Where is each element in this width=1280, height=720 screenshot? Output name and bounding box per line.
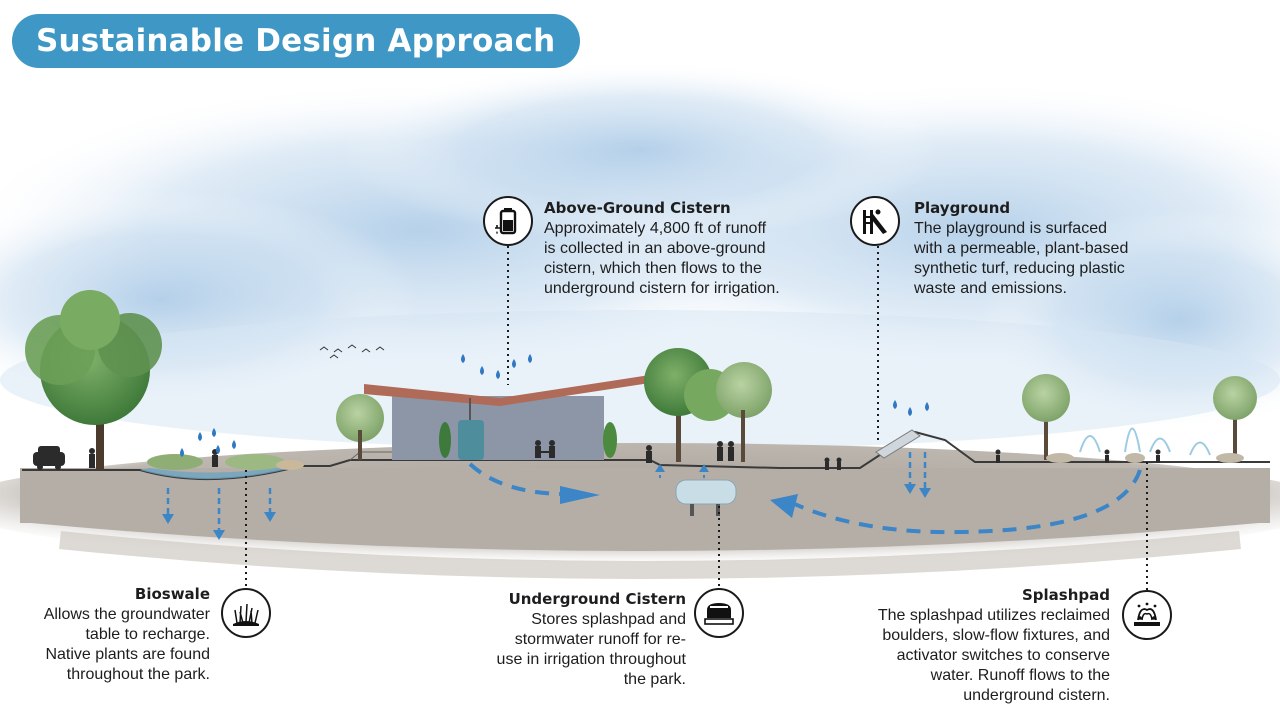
underground-cistern-text: Stores splashpad and stormwater runoff f… xyxy=(496,611,686,688)
underground-cistern-tank xyxy=(675,479,737,516)
soil-section xyxy=(0,443,1280,579)
playground-text: The playground is surfaced with a permea… xyxy=(914,220,1129,297)
splashpad-rocks xyxy=(1046,453,1244,463)
underground-cistern-callout: Underground Cistern Stores splashpad and… xyxy=(470,589,686,690)
tree-pavilion xyxy=(336,394,617,460)
above-ground-cistern-callout: Above-Ground Cistern Approximately 4,800… xyxy=(544,198,844,299)
water-flow-arrows xyxy=(468,462,1142,535)
playground-callout: Playground The playground is surfaced wi… xyxy=(914,198,1194,299)
splashpad-text: The splashpad utilizes reclaimed boulder… xyxy=(877,607,1110,704)
splashpad-people xyxy=(995,449,1161,463)
tank-arrows xyxy=(655,464,709,478)
infiltration-arrows xyxy=(162,488,276,540)
rain-drops-playground xyxy=(893,400,929,416)
grass-plants-icon xyxy=(221,588,271,638)
splashpad-heading: Splashpad xyxy=(1021,586,1110,604)
splashpad-callout: Splashpad The splashpad utilizes reclaim… xyxy=(830,585,1110,706)
pavilion-people xyxy=(535,440,555,458)
leader-lines xyxy=(245,246,1148,590)
bioswale-text: Allows the groundwater table to recharge… xyxy=(43,606,210,683)
playground-slide xyxy=(875,429,921,459)
playground-slide-icon xyxy=(850,196,900,246)
bioswale-callout: Bioswale Allows the groundwater table to… xyxy=(10,584,210,685)
underground-tank-icon xyxy=(694,588,744,638)
bioswale-heading: Bioswale xyxy=(134,585,210,603)
splashpad-fountains xyxy=(1079,427,1211,456)
water-tank-icon xyxy=(483,196,533,246)
tree-left xyxy=(25,290,162,470)
playground-children xyxy=(824,457,842,470)
title-banner: Sustainable Design Approach xyxy=(12,14,580,68)
trees-center xyxy=(644,348,772,462)
fountain-icon xyxy=(1122,590,1172,640)
bioswale-plants xyxy=(147,454,304,470)
rain-drops-pavilion xyxy=(461,354,532,379)
center-people xyxy=(646,441,734,463)
birds xyxy=(319,344,385,359)
above-ground-cistern-text: Approximately 4,800 ft of runoff is coll… xyxy=(544,220,780,297)
playground-heading: Playground xyxy=(914,199,1011,217)
above-ground-cistern-heading: Above-Ground Cistern xyxy=(544,199,731,217)
rain-drops-bioswale xyxy=(180,428,236,457)
playground-infiltration-arrows xyxy=(904,452,931,498)
pavilion-building xyxy=(349,375,650,461)
flow-arrowheads xyxy=(560,486,798,518)
page-title: Sustainable Design Approach xyxy=(36,23,556,59)
car-silhouette xyxy=(33,446,65,470)
underground-cistern-heading: Underground Cistern xyxy=(508,590,686,608)
trees-right xyxy=(1022,374,1257,460)
